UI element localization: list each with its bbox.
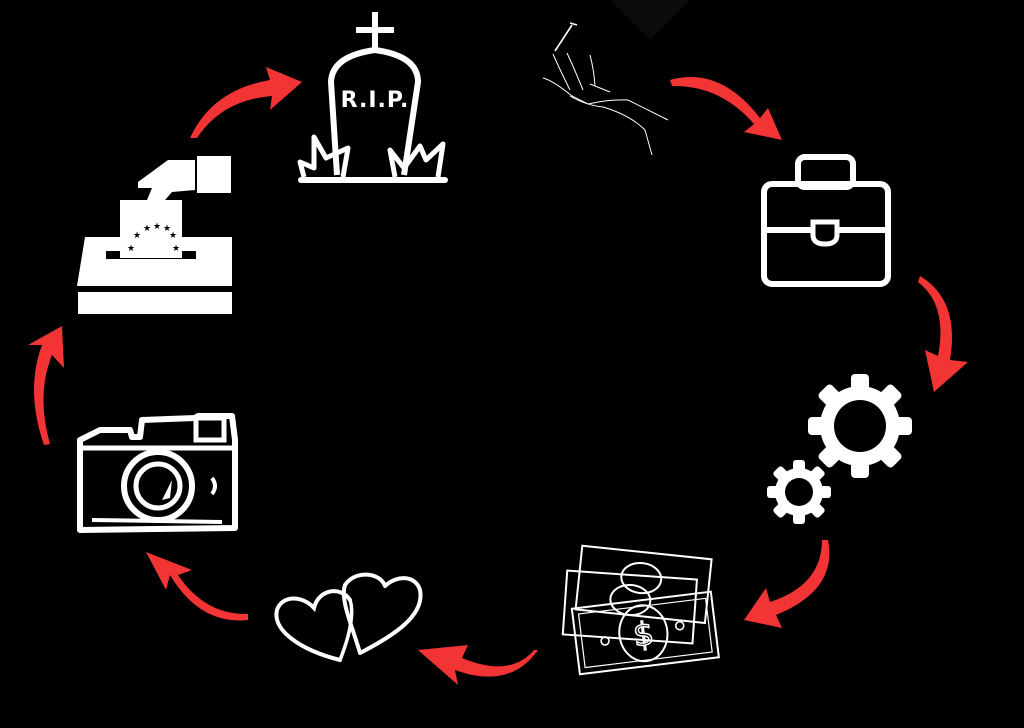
svg-text:★: ★ [169, 231, 177, 241]
gears-icon [767, 374, 912, 524]
two-hearts-icon [274, 572, 423, 662]
arrow-love-to-memories [146, 552, 248, 621]
arrow-industry-to-money [744, 540, 830, 628]
arrow-work-to-industry [918, 276, 968, 392]
svg-text:★: ★ [133, 231, 141, 241]
hand-with-pin-icon [542, 22, 669, 156]
svg-text:★: ★ [143, 224, 151, 234]
arrow-vote-to-death [190, 67, 302, 138]
svg-text:$: $ [631, 614, 656, 654]
money-bills-icon: $ [561, 544, 720, 676]
arrow-money-to-love [418, 645, 538, 685]
svg-text:★: ★ [127, 244, 135, 254]
spotlight-shape [610, 0, 690, 40]
briefcase-icon [761, 154, 891, 287]
ballot-box-icon: ★★ ★★ ★★ ★ [77, 156, 232, 314]
svg-text:★: ★ [153, 222, 161, 232]
arrow-birth-to-work [670, 77, 782, 140]
camera-icon [77, 413, 238, 533]
svg-text:★: ★ [172, 244, 180, 254]
svg-text:★: ★ [163, 224, 171, 234]
tombstone-label: R.I.P. [341, 88, 410, 113]
arrow-memories-to-vote [28, 326, 64, 445]
tombstone-icon: R.I.P. [297, 12, 448, 183]
